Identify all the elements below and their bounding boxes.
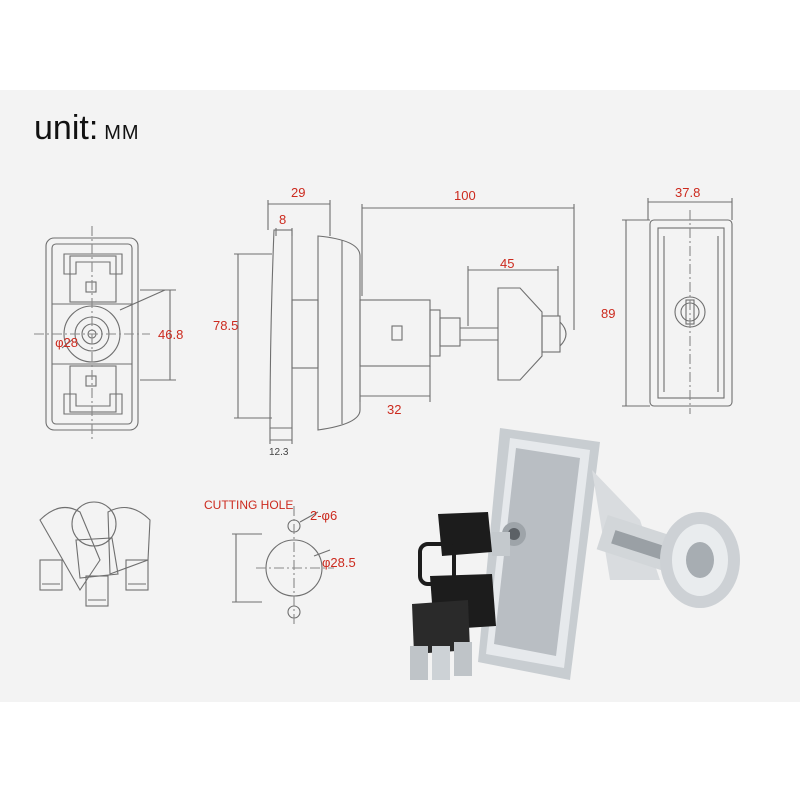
hole-small-label: 2-φ6: [310, 508, 338, 523]
side-base-label: 12.3: [269, 447, 289, 458]
front-diameter-label: φ28: [55, 335, 78, 350]
hole-large-label: φ28.5: [322, 555, 356, 570]
side-shaft-label: 45: [500, 256, 515, 271]
unit-label: unit:: [34, 109, 99, 147]
keys-sketch: [39, 501, 151, 607]
side-view: [234, 200, 575, 444]
cutting-hole-title: CUTTING HOLE: [204, 498, 294, 512]
product-photo: [410, 428, 740, 680]
back-width-label: 37.8: [675, 185, 701, 200]
back-height-label: 89: [601, 306, 616, 321]
cutting-hole-view: [232, 506, 334, 626]
side-total-width-label: 29: [291, 185, 306, 200]
back-view: [622, 198, 733, 414]
side-height-label: 78.5: [213, 318, 239, 333]
unit-title: unit:MM: [34, 108, 140, 153]
front-height-label: 46.8: [158, 327, 184, 342]
side-flange-label: 8: [279, 212, 287, 227]
side-body-label: 32: [387, 402, 402, 417]
front-view: [34, 226, 176, 442]
side-length-label: 100: [454, 188, 476, 203]
unit-value: MM: [104, 122, 140, 144]
